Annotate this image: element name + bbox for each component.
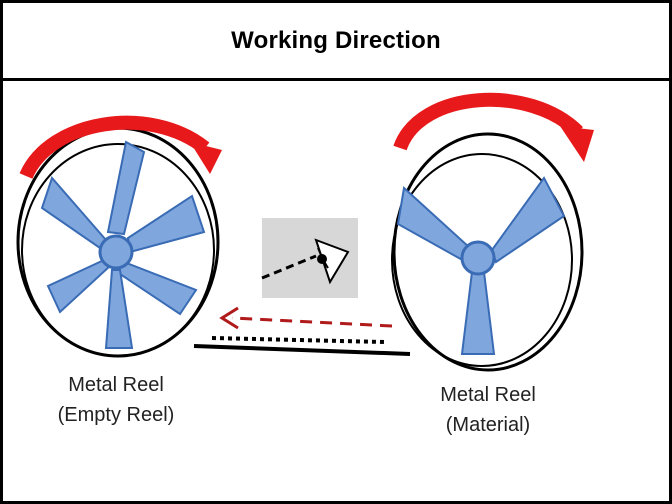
right-reel-inner-rim — [391, 153, 573, 367]
left-reel-inner-rim — [21, 143, 215, 357]
tape-dotted-layer — [211, 336, 385, 344]
eye-pupil — [317, 254, 327, 264]
sensor-eye-icon — [261, 218, 358, 298]
right-reel — [391, 132, 584, 372]
tape-solid-layer — [193, 344, 411, 356]
right-reel-hub — [460, 240, 496, 276]
right-reel-caption: Metal Reel (Material) — [418, 380, 558, 440]
material-direction-arrow-icon — [219, 306, 393, 330]
right-reel-label: Metal Reel — [440, 384, 536, 406]
left-reel-blades — [40, 140, 206, 349]
material-tape — [193, 336, 411, 356]
left-blade-bottom — [104, 269, 134, 349]
title-bar: Working Direction — [3, 3, 669, 81]
left-reel-hub — [98, 234, 134, 270]
left-reel-sublabel: (Empty Reel) — [57, 404, 175, 426]
left-blade-top — [106, 140, 146, 236]
right-reel-sublabel: (Material) — [445, 414, 531, 436]
left-rotation-arrow-icon — [19, 115, 222, 180]
diagram-title: Working Direction — [231, 26, 441, 54]
left-reel-label: Metal Reel — [68, 374, 164, 396]
sensor-beam — [261, 254, 317, 280]
right-rotation-arrow-icon — [393, 92, 594, 162]
left-reel — [16, 126, 220, 358]
left-reel-caption: Metal Reel (Empty Reel) — [36, 370, 196, 430]
